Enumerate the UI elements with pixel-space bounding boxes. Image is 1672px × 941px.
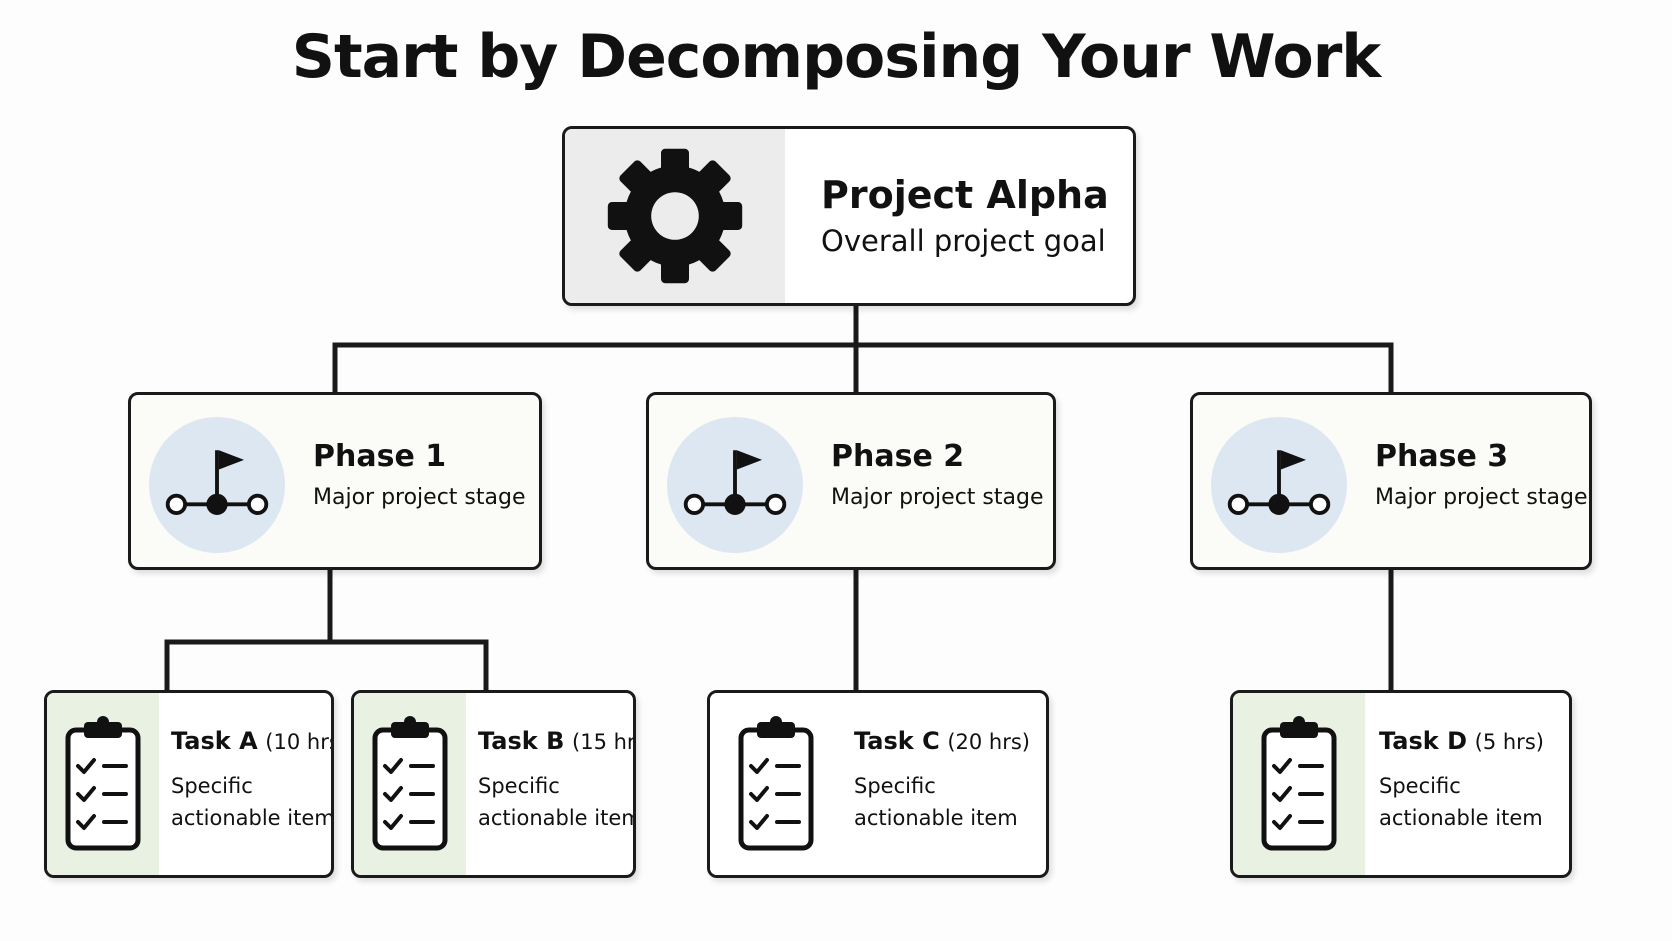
connector-phase-1-bus [164,639,489,690]
gear-icon [607,148,743,284]
task-b-text: Task B (15 hrs) Specific actionable item [478,725,636,834]
task-b-hours: (15 hrs) [572,730,636,754]
task-d-label: Task D [1379,727,1467,755]
task-b-icon-panel [354,693,466,875]
phase-2-node: Phase 2 Major project stage [646,392,1056,570]
phase-3-description: Major project stage [1375,485,1588,510]
milestone-flag-icon [1227,450,1331,515]
task-a-node: Task A (10 hrs) Specific actionable item [44,690,334,878]
phase-1-node: Phase 1 Major project stage [128,392,542,570]
task-d-icon-panel [1233,693,1365,875]
root-text: Project Alpha Overall project goal [821,173,1109,261]
root-name: Project Alpha [821,173,1109,217]
phase-3-badge [1211,417,1347,553]
task-d-text: Task D (5 hrs) Specific actionable item [1379,725,1544,834]
task-c-hours: (20 hrs) [947,730,1030,754]
task-c-label: Task C [854,727,940,755]
phase-2-text: Phase 2 Major project stage [831,439,1044,513]
task-b-desc-line-1: Specific [478,774,560,798]
task-a-hours: (10 hrs) [265,730,331,754]
connector-phase-bus [332,342,1394,392]
task-b-description: Specific actionable item [478,770,636,834]
task-c-text: Task C (20 hrs) Specific actionable item [854,725,1030,834]
task-a-title: Task A (10 hrs) [171,725,331,758]
task-d-desc-line-2: actionable item [1379,806,1543,830]
clipboard-checklist-icon [738,716,814,851]
task-b-title: Task B (15 hrs) [478,725,636,758]
root-node: Project Alpha Overall project goal [562,126,1136,306]
milestone-flag-icon [683,450,787,515]
phase-3-name: Phase 3 [1375,439,1509,474]
task-b-label: Task B [478,727,565,755]
task-a-description: Specific actionable item [171,770,334,834]
task-c-desc-line-1: Specific [854,774,936,798]
task-c-title: Task C (20 hrs) [854,725,1030,758]
task-c-description: Specific actionable item [854,770,1030,834]
phase-2-description: Major project stage [831,485,1044,510]
task-b-node: Task B (15 hrs) Specific actionable item [351,690,636,878]
task-d-description: Specific actionable item [1379,770,1544,834]
task-a-text: Task A (10 hrs) Specific actionable item [171,725,334,834]
task-a-desc-line-1: Specific [171,774,253,798]
task-d-title: Task D (5 hrs) [1379,725,1544,758]
task-c-desc-line-2: actionable item [854,806,1018,830]
task-a-icon-panel [47,693,159,875]
phase-3-node: Phase 3 Major project stage [1190,392,1592,570]
clipboard-checklist-icon [65,716,141,851]
phase-3-text: Phase 3 Major project stage [1375,439,1588,513]
phase-2-badge [667,417,803,553]
phase-1-badge [149,417,285,553]
root-description: Overall project goal [821,224,1106,258]
task-d-hours: (5 hrs) [1474,730,1544,754]
phase-1-text: Phase 1 Major project stage [313,439,526,513]
phase-1-description: Major project stage [313,485,526,510]
phase-1-name: Phase 1 [313,439,447,474]
task-d-node: Task D (5 hrs) Specific actionable item [1230,690,1572,878]
page-title: Start by Decomposing Your Work [291,22,1381,92]
task-d-desc-line-1: Specific [1379,774,1461,798]
task-a-label: Task A [171,727,258,755]
task-b-desc-line-2: actionable item [478,806,636,830]
task-a-desc-line-2: actionable item [171,806,334,830]
task-c-icon-panel [710,693,842,875]
milestone-flag-icon [165,450,269,515]
phase-2-name: Phase 2 [831,439,965,474]
task-c-node: Task C (20 hrs) Specific actionable item [707,690,1049,878]
clipboard-checklist-icon [1261,716,1337,851]
clipboard-checklist-icon [372,716,448,851]
root-icon-panel [565,129,785,303]
